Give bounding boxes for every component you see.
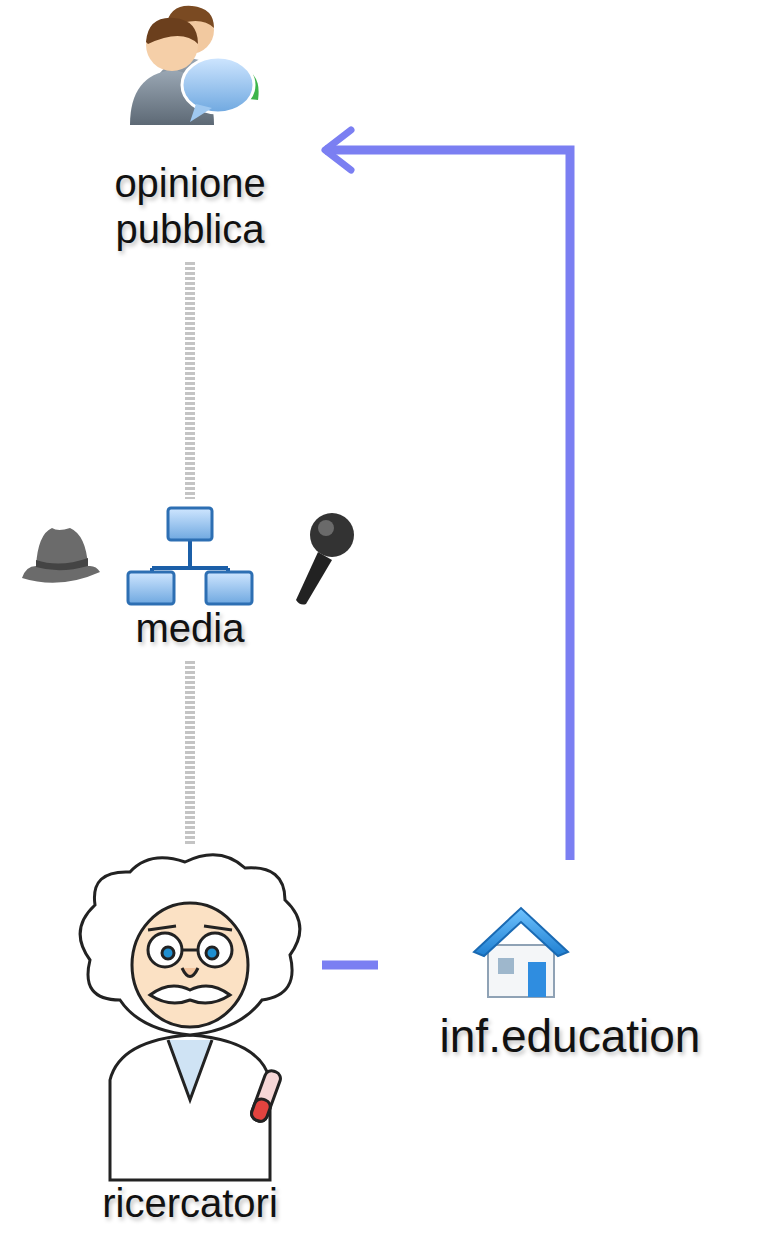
network-icon: [128, 508, 252, 604]
scientist-figure: [80, 855, 300, 1180]
connector: [322, 961, 378, 970]
node-label: opinione pubblica: [60, 160, 320, 252]
labelled-icon: media: [20, 505, 360, 655]
labelled-icon: ricercatori: [60, 850, 320, 1230]
labelled-icon: opinione pubblica: [60, 0, 320, 256]
node-label: media: [136, 605, 245, 651]
connector: [185, 262, 195, 499]
node-label: ricercatori: [102, 1180, 278, 1226]
node-label: inf.education: [440, 1010, 701, 1063]
connector: [185, 661, 195, 844]
connector: [325, 150, 570, 860]
microphone-icon: [296, 513, 354, 605]
hat-icon: [22, 528, 100, 583]
house-icon: [474, 908, 568, 997]
labelled-icon: inf.education: [380, 885, 760, 1067]
people-icon: [130, 6, 259, 125]
